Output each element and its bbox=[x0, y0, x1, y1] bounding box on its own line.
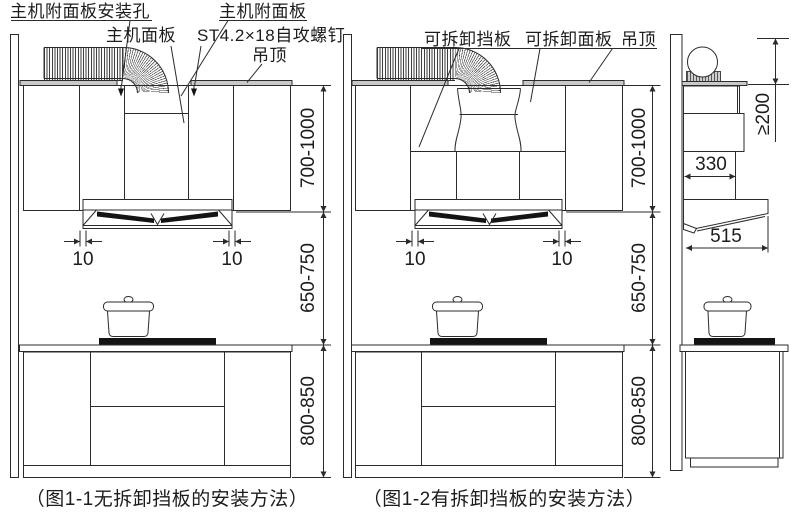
fig2-drawing bbox=[343, 34, 661, 478]
countertop bbox=[351, 344, 625, 352]
label-removable-baffle: 可拆卸挡板 bbox=[424, 30, 512, 49]
side-view-drawing bbox=[670, 34, 789, 471]
dim-base-height: 800-850 bbox=[298, 376, 320, 446]
range-hood bbox=[82, 199, 233, 229]
hood-flue-boxes bbox=[683, 85, 745, 200]
ceiling-band bbox=[19, 80, 118, 86]
dim-gap-left: 10 bbox=[404, 249, 426, 270]
fig1-drawing bbox=[10, 20, 331, 478]
label-screw-spec: ST4.2×18自攻螺钉 bbox=[197, 26, 346, 45]
fig2-leader-lines bbox=[418, 48, 657, 148]
fig1-leader-lines bbox=[11, 20, 307, 124]
dim-top-depth: 330 bbox=[695, 154, 727, 175]
wall-middle bbox=[343, 34, 352, 478]
label-mount-hole: 主机附面板安装孔 bbox=[10, 2, 150, 21]
range-hood bbox=[414, 199, 563, 229]
removable-baffle-shape bbox=[454, 88, 522, 152]
dim-upper-height: 700-1000 bbox=[298, 107, 320, 189]
dim-hood-height: 650-750 bbox=[298, 243, 320, 313]
gap-dimensions bbox=[64, 230, 251, 247]
hood-side-profile bbox=[683, 199, 769, 234]
label-removable-panel: 可拆卸面板 bbox=[525, 30, 613, 49]
wall-cabinet bbox=[23, 85, 291, 211]
base-cabinet bbox=[685, 351, 784, 468]
ceiling-band bbox=[681, 81, 748, 86]
dim-hood-depth: 515 bbox=[710, 226, 742, 247]
label-main-panel: 主机面板 bbox=[106, 26, 176, 45]
base-cabinet bbox=[23, 351, 291, 478]
ceiling-band bbox=[522, 80, 625, 86]
fig2-dimension-chain bbox=[566, 85, 661, 478]
pot bbox=[432, 296, 483, 337]
main-panel-lines bbox=[124, 85, 189, 200]
cooktop bbox=[430, 338, 547, 345]
dim-gap-right: 10 bbox=[551, 249, 573, 270]
fig1-dimension-chain bbox=[236, 85, 331, 478]
pot bbox=[103, 296, 154, 337]
ceiling-band bbox=[351, 80, 449, 86]
dim-gap-right: 10 bbox=[221, 249, 243, 270]
duct-cross-section bbox=[687, 46, 718, 78]
fig2-caption: （图1-2有拆卸挡板的安装方法） bbox=[362, 489, 646, 510]
ceiling-band bbox=[190, 80, 293, 86]
label-ceiling: 吊顶 bbox=[621, 30, 656, 49]
dim-upper-height: 700-1000 bbox=[629, 107, 651, 189]
dim-gap-left: 10 bbox=[72, 249, 94, 270]
flex-duct-fig2 bbox=[377, 47, 455, 81]
dim-hood-height: 650-750 bbox=[629, 243, 651, 313]
countertop bbox=[679, 344, 789, 352]
cooktop bbox=[99, 338, 216, 345]
base-cabinet bbox=[355, 351, 623, 478]
screw-marks bbox=[118, 85, 197, 97]
wall-side bbox=[670, 34, 683, 471]
fig1-caption: （图1-1无拆卸挡板的安装方法） bbox=[25, 489, 309, 510]
label-ceiling: 吊顶 bbox=[252, 46, 287, 65]
wall-cabinet bbox=[355, 85, 623, 211]
dim-clearance-lines bbox=[748, 38, 789, 142]
pot bbox=[703, 296, 752, 337]
wall-left bbox=[10, 34, 19, 478]
cooktop bbox=[694, 338, 775, 345]
dim-base-height: 800-850 bbox=[629, 376, 651, 446]
label-sub-panel: 主机附面板 bbox=[219, 2, 307, 21]
dim-ceiling-clearance: ≥200 bbox=[753, 92, 775, 136]
gap-dimensions bbox=[396, 230, 581, 247]
removable-panel-lines bbox=[456, 151, 520, 200]
countertop bbox=[19, 344, 293, 352]
